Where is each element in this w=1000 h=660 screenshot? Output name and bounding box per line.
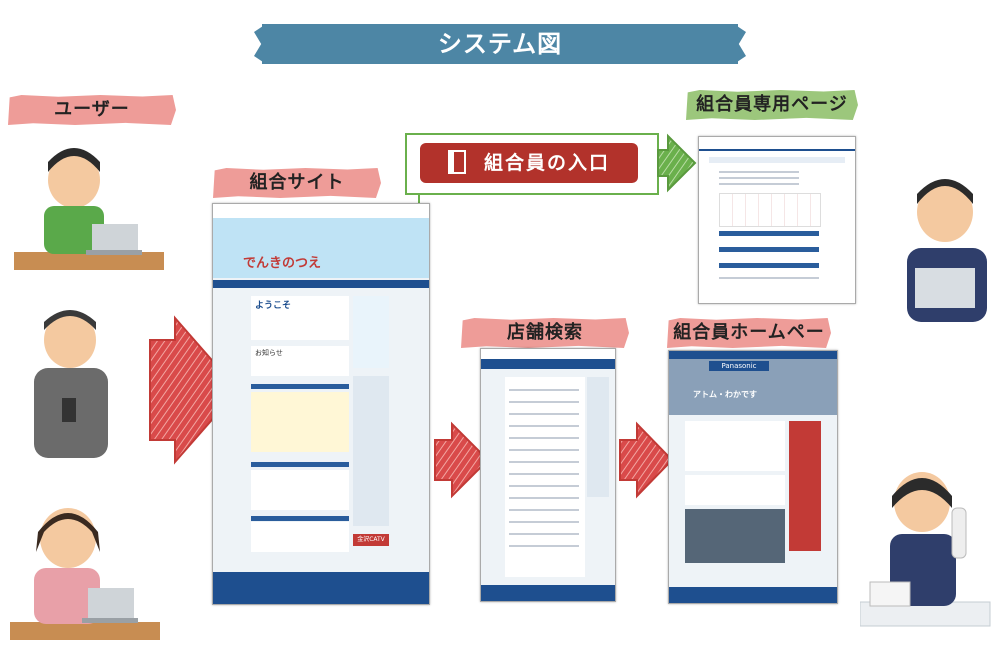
news-box [251,346,349,376]
member-homepage-screenshot: Panasonic アトム・わかです [668,350,838,604]
store-list [505,377,585,577]
welcome-box [251,296,349,340]
feature-grid [251,392,349,452]
brand-sign: Panasonic [709,361,769,371]
site-nav [213,280,429,288]
door-icon [447,149,466,174]
welcome-text: ようこそ [255,301,292,311]
member-entrance-button[interactable]: 組合員の入口 [420,143,638,183]
home-text [685,475,785,505]
arrow-users-to-site [149,315,240,465]
section-bar-2 [251,462,349,467]
shop-name: アトム・わかです [693,390,757,399]
site-footer [213,572,429,604]
store-search-screenshot [480,348,616,602]
member-heading [709,157,845,163]
home-side [789,421,821,551]
news-title: お知らせ [255,349,283,357]
member-only-label: 組合員専用ページ [686,90,858,120]
user-woman-laptop [10,508,160,640]
arrow-store-to-home [619,421,674,499]
home-footer [669,587,837,603]
side-list [353,376,389,526]
user-suit-smartphone [34,310,108,458]
site-hero [213,218,429,278]
union-site-screenshot: でんきのつえ ようこそ お知らせ 金沢CATV [212,203,430,605]
member-home-label: 組合員ホームページ [667,318,831,348]
arrow-site-to-store [434,421,490,499]
calendar [719,193,821,227]
section-bar-3 [251,516,349,521]
store-header [481,349,615,361]
site-label: 組合サイト [213,168,381,198]
home-menu [685,421,785,471]
catv-banner: 金沢CATV [353,534,389,546]
member-man-laptop [907,179,987,322]
arrow-entrance-to-member [657,133,697,193]
member-woman-phone [860,472,991,627]
member-only-screenshot [698,136,856,304]
partner-grid-2 [251,522,349,552]
home-photos [685,509,785,563]
user-label: ユーザー [8,95,176,125]
user-green-laptop [14,148,164,270]
store-search-label: 店舗検索 [461,318,629,348]
side-banner [353,296,389,368]
store-side [587,377,609,497]
page-title: システム図 [262,24,738,64]
site-hero-title: でんきのつえ [243,256,322,271]
home-header [669,351,837,359]
store-footer [481,585,615,601]
member-header [699,137,855,151]
partner-grid [251,470,349,510]
store-nav [481,361,615,369]
callout-stem [418,190,420,206]
entrance-button-label: 組合員の入口 [483,152,610,174]
section-bar [251,384,349,389]
